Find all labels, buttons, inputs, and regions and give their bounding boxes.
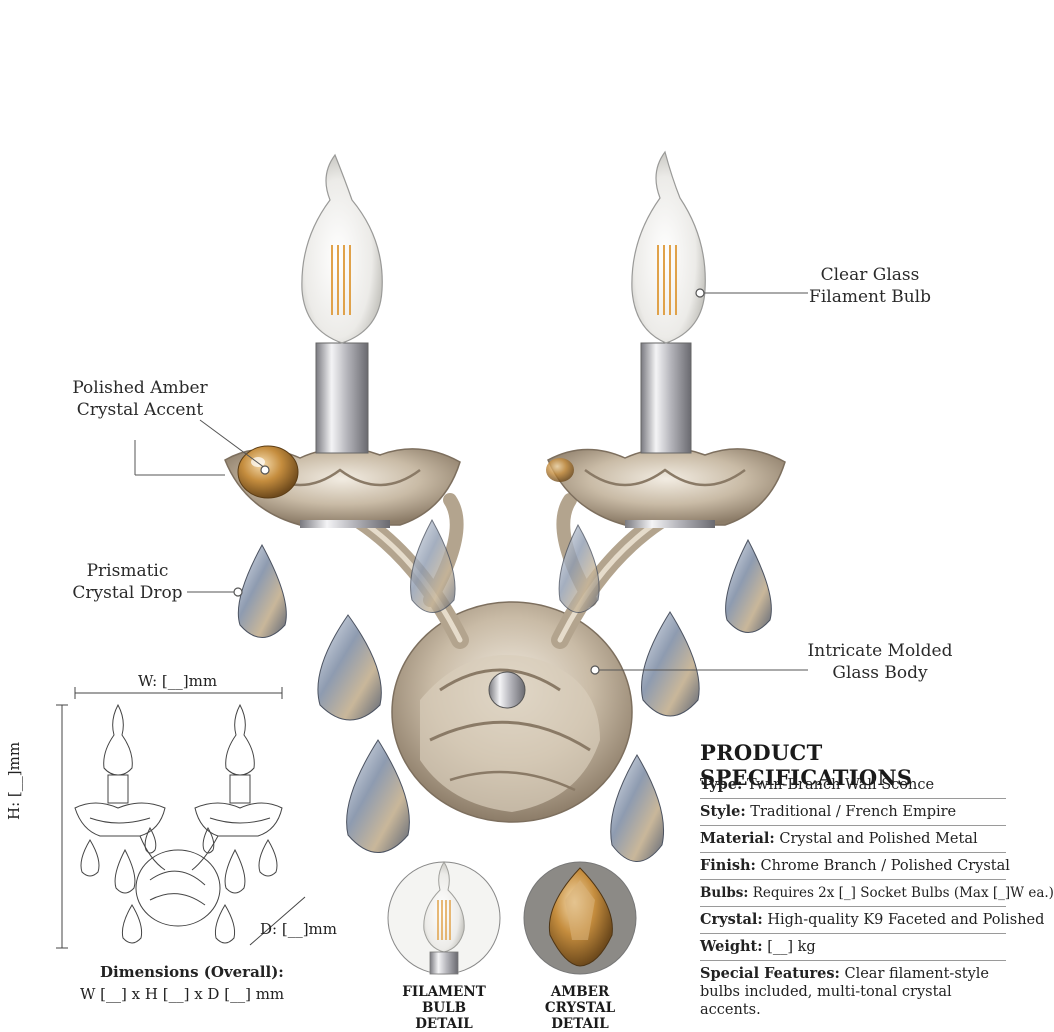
right-bobeche bbox=[547, 447, 786, 528]
spec-row-material: Material: Crystal and Polished Metal bbox=[700, 830, 1006, 853]
spec-row-finish: Finish: Chrome Branch / Polished Crystal bbox=[700, 857, 1010, 880]
spec-label: Bulbs: bbox=[700, 885, 749, 901]
crystal-drops bbox=[237, 518, 772, 862]
spec-label: Weight: bbox=[700, 938, 763, 955]
amber-callout: Polished Amber Crystal Accent bbox=[60, 377, 220, 421]
drop-callout-dot bbox=[233, 587, 243, 597]
amber-crystal-detail-image bbox=[523, 861, 637, 975]
filament-bulb-detail-label: FILAMENT BULB DETAIL bbox=[384, 984, 504, 1032]
drop-callout: Prismatic Crystal Drop bbox=[65, 560, 190, 604]
specs-title: PRODUCT SPECIFICATIONS bbox=[700, 740, 913, 790]
spec-label: Type: bbox=[700, 776, 743, 793]
spec-value: Traditional / French Empire bbox=[750, 804, 957, 820]
amber-callout-line1: Polished Amber bbox=[72, 378, 208, 398]
overall-dimensions-value: W [__] x H [__] x D [__] mm bbox=[80, 985, 285, 1003]
filament-bulb-detail-image bbox=[387, 861, 501, 975]
width-dimension-label: W: [__]mm bbox=[138, 672, 218, 690]
amber-callout-dot bbox=[260, 465, 270, 475]
spec-value: Twin-Branch Wall Sconce bbox=[746, 777, 935, 793]
bulb-callout: Clear Glass Filament Bulb bbox=[800, 264, 940, 308]
callout-leaders bbox=[134, 292, 808, 671]
glass-body bbox=[391, 601, 633, 823]
spec-row-style: Style: Traditional / French Empire bbox=[700, 803, 1006, 826]
spec-value: Chrome Branch / Polished Crystal bbox=[760, 858, 1010, 874]
drop-callout-line2: Crystal Drop bbox=[72, 583, 183, 603]
dimension-drawing bbox=[56, 687, 306, 949]
body-callout: Intricate Molded Glass Body bbox=[805, 640, 955, 684]
spec-label: Style: bbox=[700, 803, 746, 820]
body-callout-dot bbox=[590, 665, 600, 675]
spec-label: Material: bbox=[700, 830, 775, 847]
filament-bulb-detail-line2: DETAIL bbox=[415, 1016, 473, 1032]
spec-row-bulbs: Bulbs: Requires 2x [_] Socket Bulbs (Max… bbox=[700, 884, 1054, 907]
amber-crystal-detail-line1: AMBER CRYSTAL bbox=[544, 984, 616, 1016]
spec-row-weight: Weight: [__] kg bbox=[700, 938, 1006, 961]
bulb-callout-dot bbox=[695, 288, 705, 298]
bulb-callout-line2: Filament Bulb bbox=[809, 287, 931, 307]
bulb-callout-line1: Clear Glass bbox=[820, 265, 920, 285]
spec-value: [__] kg bbox=[767, 939, 816, 955]
amber-crystal-detail-label: AMBER CRYSTAL DETAIL bbox=[514, 984, 646, 1032]
spec-row-type: Type: Twin-Branch Wall Sconce bbox=[700, 776, 1006, 799]
spec-label: Crystal: bbox=[700, 911, 763, 928]
height-dimension-label: H: [__]mm bbox=[5, 741, 23, 820]
drop-callout-line1: Prismatic bbox=[86, 561, 169, 581]
right-filament-bulb bbox=[631, 150, 706, 344]
amber-callout-line2: Crystal Accent bbox=[76, 400, 204, 420]
amber-crystal-detail-line2: DETAIL bbox=[551, 1016, 609, 1032]
depth-dimension-label: D: [__]mm bbox=[260, 920, 337, 938]
spec-value: Clear filament-style bulbs included, mul… bbox=[700, 966, 990, 1018]
spec-label: Finish: bbox=[700, 857, 756, 874]
spec-row-crystal: Crystal: High-quality K9 Faceted and Pol… bbox=[700, 911, 1044, 934]
spec-label: Special Features: bbox=[700, 965, 840, 982]
left-candle-sleeve bbox=[315, 342, 369, 454]
spec-value: Requires 2x [_] Socket Bulbs (Max [_]W e… bbox=[752, 885, 1054, 901]
right-candle-sleeve bbox=[640, 342, 692, 454]
body-callout-line1: Intricate Molded bbox=[807, 641, 953, 661]
sconce-illustration bbox=[56, 150, 808, 975]
spec-value: Crystal and Polished Metal bbox=[779, 831, 978, 847]
filament-bulb-detail-line1: FILAMENT BULB bbox=[402, 984, 486, 1016]
spec-value: High-quality K9 Faceted and Polished bbox=[767, 912, 1045, 928]
overall-dimensions-title: Dimensions (Overall): bbox=[100, 963, 284, 981]
left-filament-bulb bbox=[301, 153, 383, 344]
body-callout-line2: Glass Body bbox=[832, 663, 928, 683]
spec-row-special-features: Special Features: Clear filament-style b… bbox=[700, 965, 1006, 1023]
